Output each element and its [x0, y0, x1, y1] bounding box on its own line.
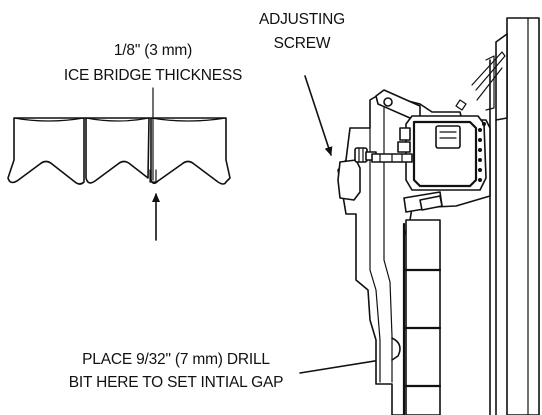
adjusting-screw-label-line1: ADJUSTING: [259, 11, 345, 28]
top-bracket: [495, 33, 508, 121]
drill-bit-label-line1: PLACE 9/32" (7 mm) DRILL: [82, 351, 270, 368]
switch-housing: [397, 115, 487, 191]
adjusting-screw-label-line2: SCREW: [274, 35, 331, 52]
ice-sheet-strip: [402, 219, 442, 415]
ice-bridge-label-line2: ICE BRIDGE THICKNESS: [64, 67, 242, 84]
ice-machine-assembly: [337, 17, 540, 415]
evaporator-back-plate: [506, 17, 540, 415]
drill-gap-point: [391, 337, 401, 361]
drill-bit-label-line2: BIT HERE TO SET INTIAL GAP: [69, 374, 283, 391]
ice-bridge-label-line1: 1/8" (3 mm): [114, 42, 192, 59]
ice-cube-sheet: [7, 87, 231, 241]
adjusting-screw-arrow: [304, 75, 333, 156]
adjusting-screw: [337, 147, 377, 201]
